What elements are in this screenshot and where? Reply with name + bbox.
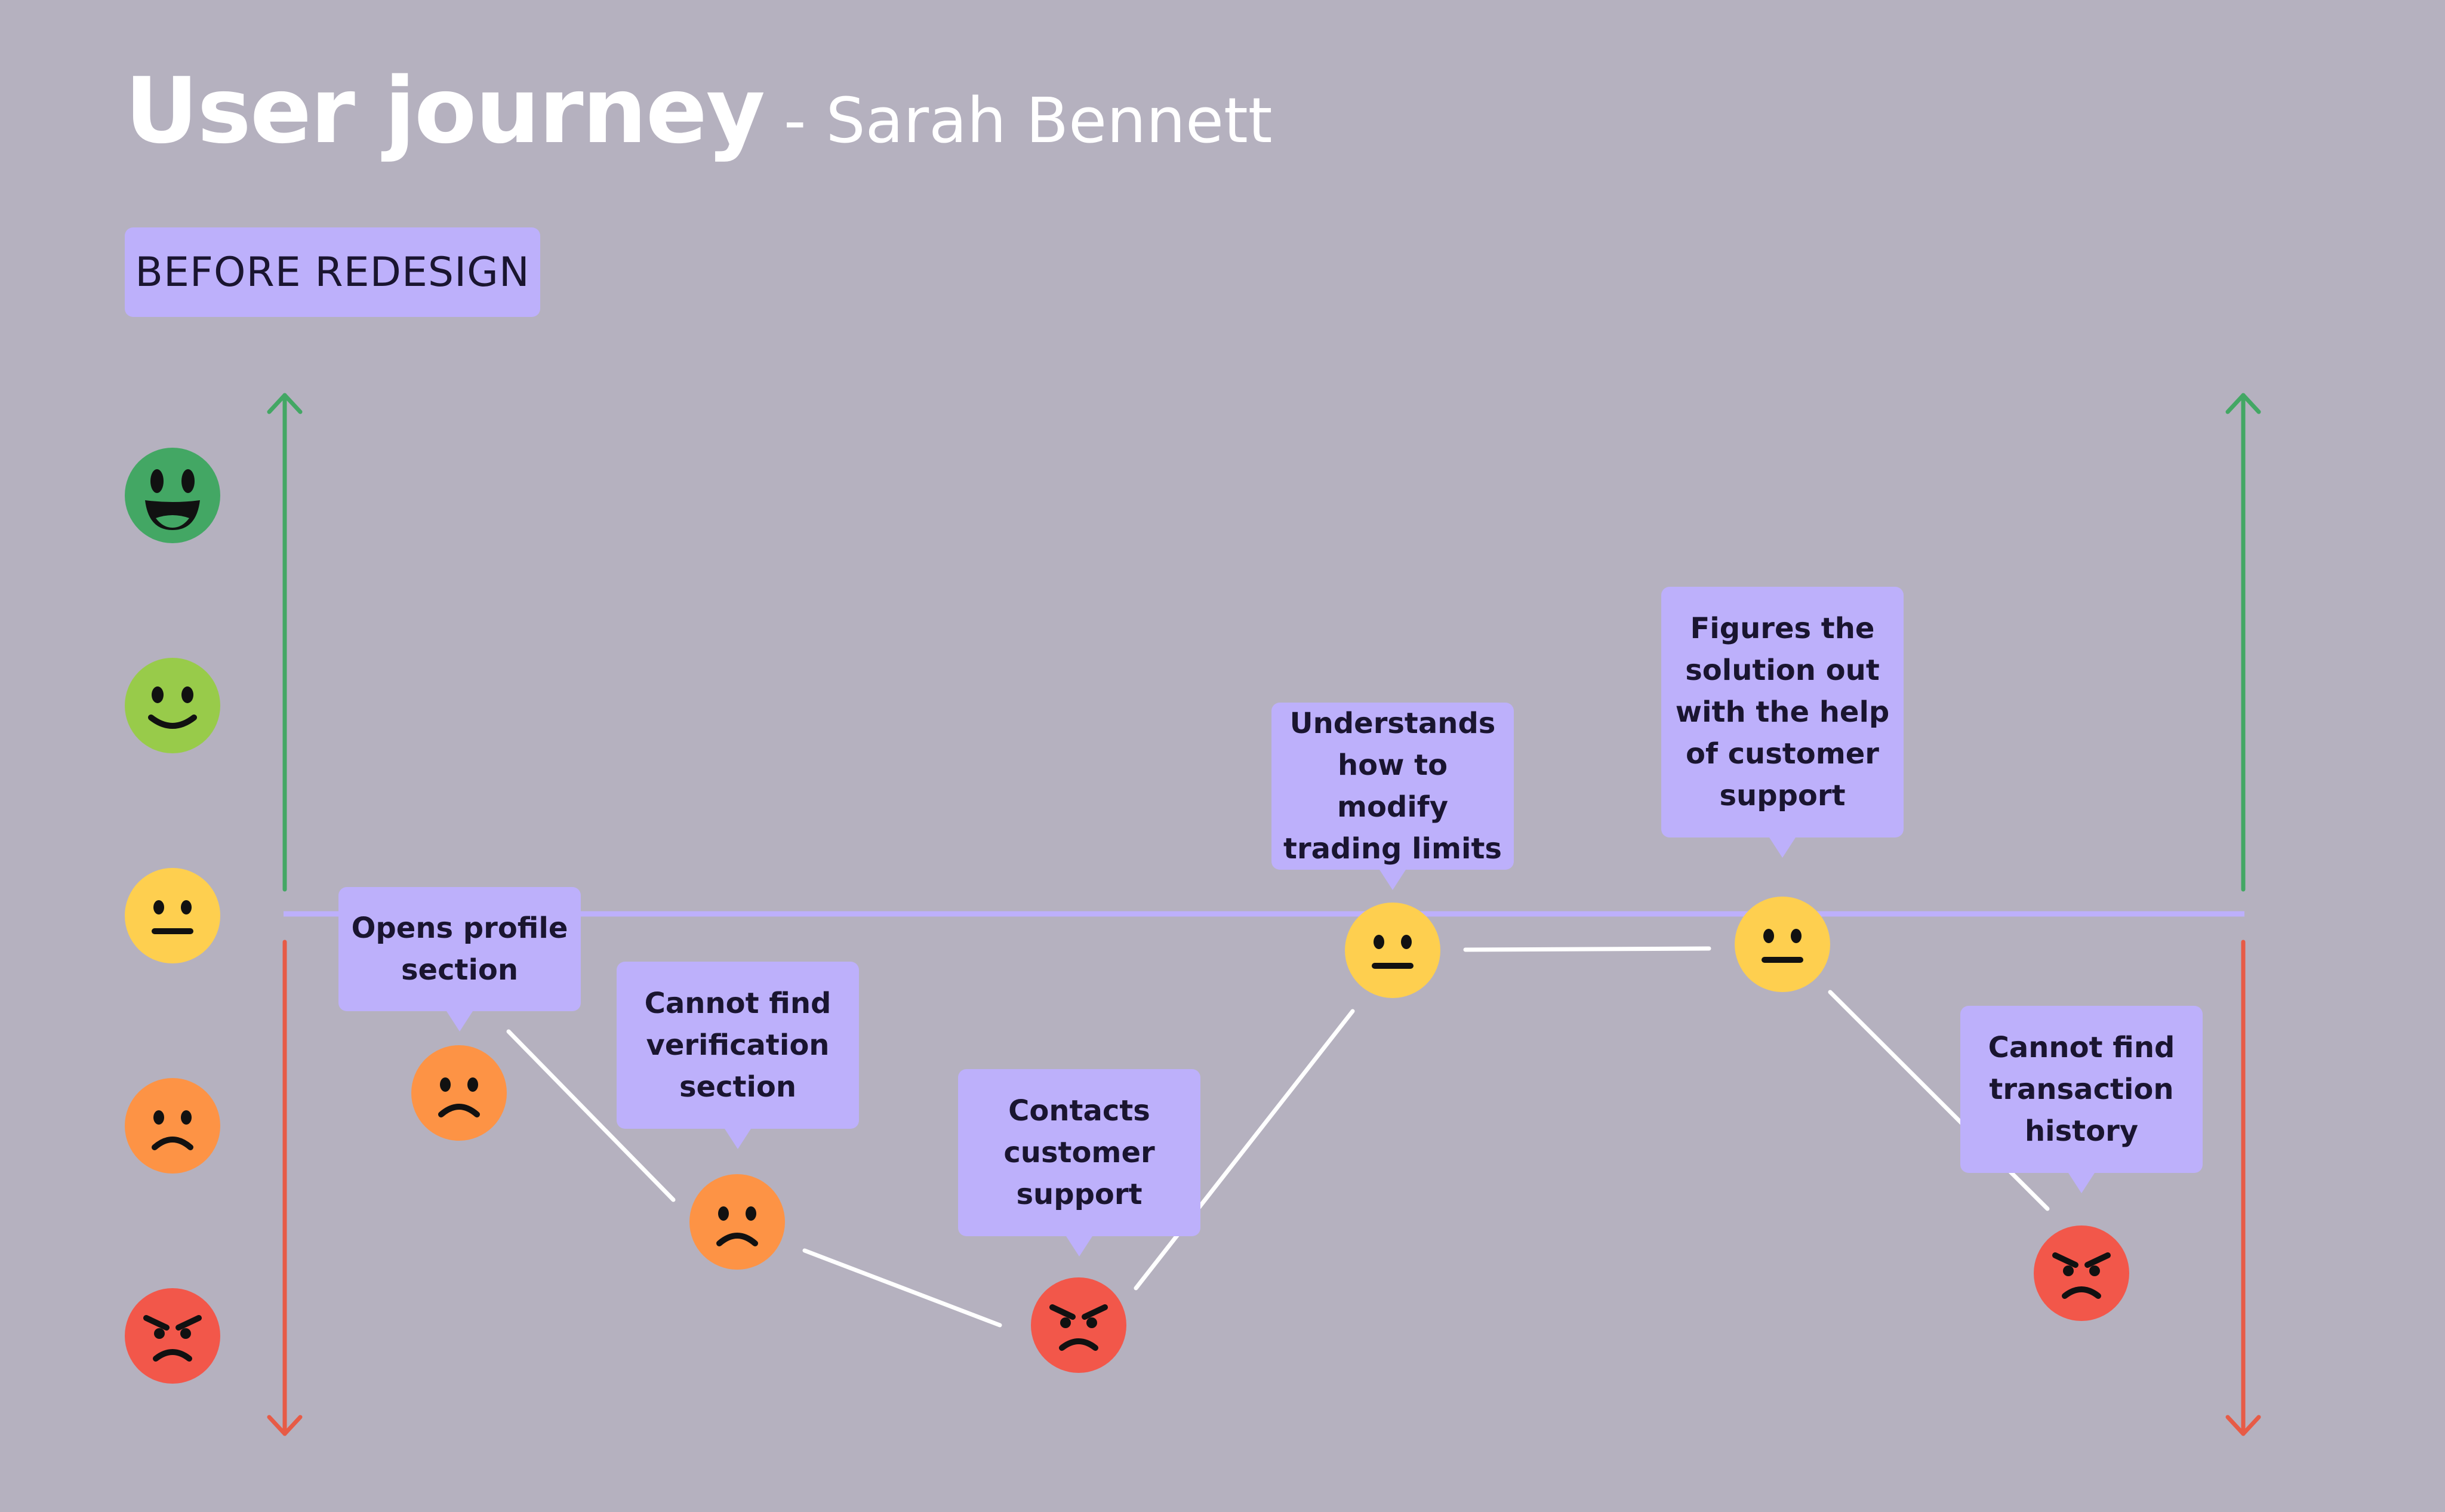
right-positive-arrow bbox=[2225, 393, 2261, 892]
step-6-callout: Cannot find transaction history bbox=[1960, 1006, 2203, 1193]
step-1-sad-face-icon bbox=[411, 1045, 507, 1141]
step-4-callout: Understands how to modify trading limits bbox=[1271, 703, 1514, 890]
connector-1-2 bbox=[506, 1029, 676, 1202]
step-5-callout: Figures the solution out with the help o… bbox=[1661, 587, 1904, 858]
scale-neutral-face-icon bbox=[125, 868, 220, 963]
page-title: User journey - Sarah Bennett bbox=[125, 66, 1273, 156]
connector-4-5 bbox=[1463, 946, 1711, 952]
left-positive-arrow bbox=[267, 393, 303, 892]
title-main: User journey bbox=[125, 58, 765, 164]
title-persona: - Sarah Bennett bbox=[763, 84, 1273, 157]
scale-sad-face-icon bbox=[125, 1078, 220, 1174]
scale-very-happy-face-icon bbox=[125, 448, 220, 543]
left-negative-arrow bbox=[267, 940, 303, 1436]
step-6-angry-face-icon bbox=[2034, 1225, 2129, 1321]
connector-3-4 bbox=[1134, 1009, 1355, 1291]
scale-happy-face-icon bbox=[125, 658, 220, 753]
step-3-callout: Contacts customer support bbox=[958, 1069, 1200, 1257]
step-2-sad-face-icon bbox=[689, 1174, 785, 1270]
connector-2-3 bbox=[802, 1248, 1002, 1328]
step-4-neutral-face-icon bbox=[1345, 903, 1440, 998]
step-2-callout: Cannot find verification section bbox=[617, 962, 859, 1149]
scale-angry-face-icon bbox=[125, 1288, 220, 1384]
step-3-angry-face-icon bbox=[1031, 1277, 1126, 1373]
right-negative-arrow bbox=[2225, 940, 2261, 1436]
phase-badge: BEFORE REDESIGN bbox=[125, 227, 540, 317]
step-1-callout: Opens profile section bbox=[338, 887, 581, 1031]
step-5-neutral-face-icon bbox=[1735, 897, 1830, 992]
